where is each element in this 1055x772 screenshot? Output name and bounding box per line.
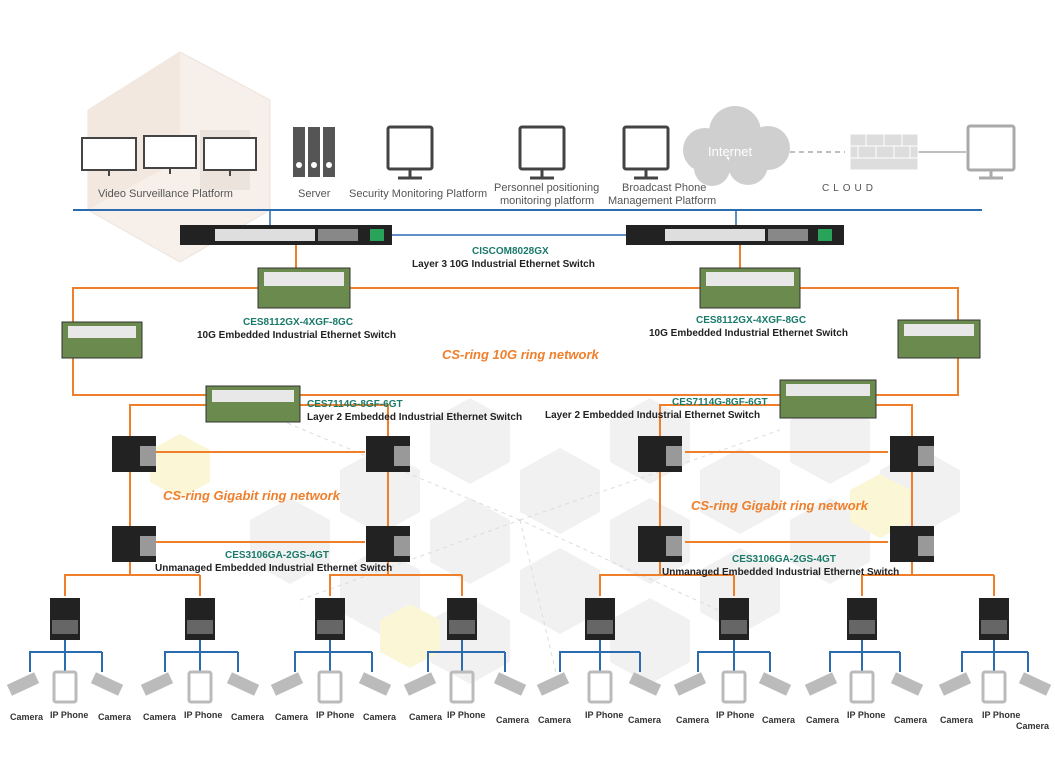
camera-label: Camera [762,715,796,725]
unmanaged-switch-desc-left: Unmanaged Embedded Industrial Ethernet S… [155,563,393,574]
personnel-platform-label-2: monitoring platform [500,195,595,207]
camera-label: Camera [676,715,710,725]
camera-label: Camera [806,715,840,725]
camera-icon [6,672,1052,696]
core-switch-desc: Layer 3 10G Industrial Ethernet Switch [412,259,595,270]
unmanaged-switch-model-right: CES3106GA-2GS-4GT [732,554,836,565]
personnel-platform-label-1: Personnel positioning [494,182,600,194]
ring-10g-label: CS-ring 10G ring network [442,347,599,362]
ip-phone-icon [52,670,1007,704]
camera-label: Camera [538,715,572,725]
core-switch-model: CISCOM8028GX [472,246,549,257]
ten-g-switch-desc-right: 10G Embedded Industrial Ethernet Switch [649,328,848,339]
core-switch-left [180,225,392,245]
server-label: Server [298,188,331,200]
camera-label: Camera [940,715,974,725]
cloud-icon [683,106,790,186]
ip-phone-label: IP Phone [847,710,886,720]
switch-icon [50,267,1009,640]
ip-phone-label: IP Phone [982,710,1021,720]
internet-label: Internet [708,144,753,159]
ip-phone-label: IP Phone [316,710,355,720]
ip-phone-label: IP Phone [50,710,89,720]
camera-label: Camera [894,715,928,725]
camera-label: Camera [496,715,530,725]
security-platform-label: Security Monitoring Platform [349,188,488,200]
l2-switch-model-left: CES7114G-8GF-6GT [307,399,403,410]
ip-phone-label: IP Phone [585,710,624,720]
l2-switch-model-right: CES7114G-8GF-6GT [672,397,768,408]
ring-gigabit-label-right: CS-ring Gigabit ring network [691,498,868,513]
ip-phone-label: IP Phone [184,710,223,720]
camera-label: Camera [10,712,44,722]
video-wall-icon [81,135,257,176]
camera-label: Camera [363,712,397,722]
firewall-icon [849,133,919,171]
broadcast-platform-label-2: Management Platform [608,195,717,207]
ring-gigabit-label-left: CS-ring Gigabit ring network [163,488,340,503]
unmanaged-switch-desc-right: Unmanaged Embedded Industrial Ethernet S… [662,567,900,578]
ip-phone-label: IP Phone [447,710,486,720]
endpoint-links [29,640,1029,672]
camera-label: Camera [275,712,309,722]
background-dashes [279,419,781,691]
ip-phone-label: IP Phone [716,710,755,720]
camera-label: Camera [143,712,177,722]
unmanaged-switch-model-left: CES3106GA-2GS-4GT [225,550,329,561]
core-switch-right [626,225,844,245]
camera-label: Camera [98,712,132,722]
video-platform-label: Video Surveillance Platform [98,188,233,200]
monitor-icon [386,125,670,180]
background-hexagons-yellow [150,434,910,668]
cloud-label: CLOUD [822,183,878,194]
broadcast-platform-label-1: Broadcast Phone [622,182,707,194]
l2-switch-desc-right: Layer 2 Embedded Industrial Ethernet Swi… [545,410,761,421]
camera-label: Camera [1016,721,1050,731]
server-icon [293,127,335,177]
camera-label: Camera [409,712,443,722]
ten-g-switch-model-right: CES8112GX-4XGF-8GC [696,315,807,326]
ten-g-switch-model-left: CES8112GX-4XGF-8GC [243,317,354,328]
camera-label: Camera [231,712,265,722]
l2-switch-desc-left: Layer 2 Embedded Industrial Ethernet Swi… [307,412,523,423]
ten-g-switch-desc-left: 10G Embedded Industrial Ethernet Switch [197,330,396,341]
monitor-icon-faint [966,124,1016,180]
camera-label: Camera [628,715,662,725]
